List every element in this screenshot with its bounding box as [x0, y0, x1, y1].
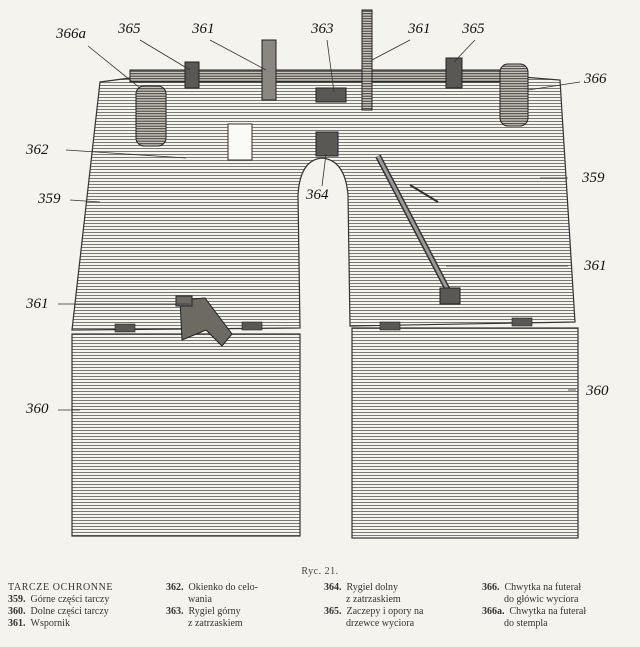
callout-360-right: 360	[586, 383, 609, 399]
callout-362: 362	[26, 142, 49, 158]
callout-366: 366	[584, 71, 607, 87]
legend-col-3: 364.Rygiel dolny z zatrzaskiem 365.Zacze…	[324, 582, 474, 630]
callout-359-right: 359	[582, 170, 605, 186]
legend-item: 365.Zaczepy i opory na	[324, 606, 424, 617]
cylinder-right	[499, 63, 529, 127]
legend-item: 361.Wspornik	[8, 618, 70, 629]
legend-item: 363.Rygiel górny	[166, 606, 241, 617]
legend-item: 366a.Chwytka na futerał	[482, 606, 587, 617]
legend-item: 364.Rygiel dolny	[324, 582, 399, 593]
cylinder-left	[135, 85, 167, 147]
legend-item: 360.Dolne części tarczy	[8, 606, 109, 617]
callout-365-left: 365	[118, 21, 141, 37]
hinges	[114, 317, 533, 333]
support-bracket	[375, 154, 461, 305]
callout-360-left: 360	[26, 401, 49, 417]
callout-361-mid-right: 361	[584, 258, 607, 274]
folded-bracket	[175, 295, 233, 347]
callout-359-left: 359	[38, 191, 61, 207]
callout-364: 364	[306, 187, 329, 203]
callout-361-left: 361	[26, 296, 49, 312]
legend-col-4: 366.Chwytka na futerał do główic wyciora…	[482, 582, 632, 630]
sighting-window	[227, 123, 253, 161]
callout-361-top-left: 361	[192, 21, 215, 37]
legend-col-2: 362.Okienko do celo- wania 363.Rygiel gó…	[166, 582, 316, 630]
lower-right-shield-plate	[351, 327, 579, 539]
legend-item: 362.Okienko do celo-	[166, 582, 258, 593]
legend: TARCZE OCHRONNE 359.Górne części tarczy …	[8, 582, 632, 642]
callout-361-top-right: 361	[408, 21, 431, 37]
lower-left-shield-plate	[71, 333, 301, 537]
callout-365-right: 365	[462, 21, 485, 37]
leader-lines	[58, 39, 581, 411]
legend-title: TARCZE OCHRONNE	[8, 582, 114, 593]
callout-366a: 366a	[56, 26, 86, 42]
legend-col-1: TARCZE OCHRONNE 359.Górne części tarczy …	[8, 582, 158, 630]
shield-drawing	[58, 9, 581, 539]
legend-item: 359.Górne części tarczy	[8, 594, 110, 605]
figure-caption: Ryc. 21.	[301, 566, 339, 577]
legend-item: 366.Chwytka na futerał	[482, 582, 582, 593]
callout-363: 363	[311, 21, 334, 37]
lower-latch	[315, 131, 339, 157]
